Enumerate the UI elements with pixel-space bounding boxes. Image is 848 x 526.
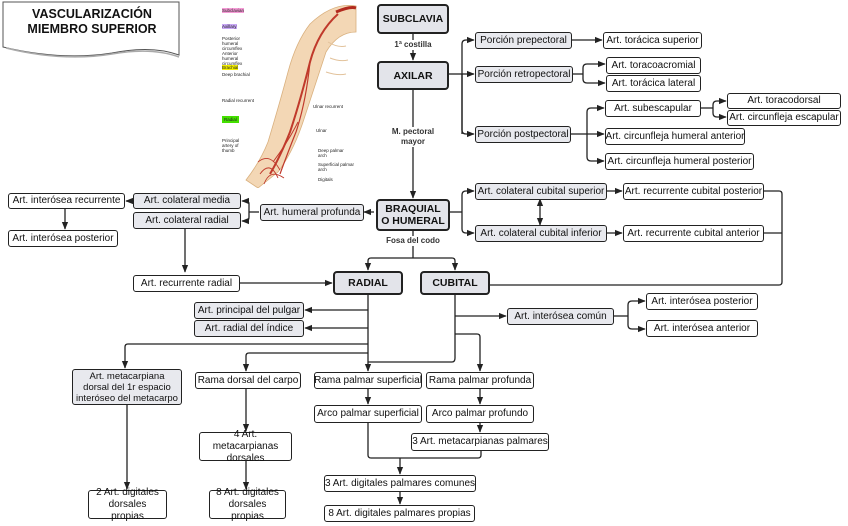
title-line-1: VASCULARIZACIÓN	[32, 7, 152, 21]
edge-cubital-trunk	[368, 295, 456, 363]
node-retropectoral[interactable]: Porción retropectoral	[475, 66, 573, 83]
node-metacarpianas-dorsales-4[interactable]: 4 Art. metacarpianas dorsales	[199, 429, 292, 464]
edge-sub-circ-esc	[712, 108, 727, 121]
node-digitales-palmares-comunes[interactable]: 3 Art. digitales palmares comunes	[324, 475, 476, 492]
edge-label-pectoral-line2: mayor	[400, 137, 425, 146]
edge-label-fosa-codo: Fosa del codo	[378, 236, 448, 246]
edge-label-pectoral-line1: M. pectoral	[391, 127, 435, 136]
figure-label-brachial: Brachial	[222, 65, 239, 70]
edge-braq-col-sup	[461, 187, 475, 212]
node-rama-palmar-profunda[interactable]: Rama palmar profunda	[426, 372, 534, 389]
node-metacarpiana-dorsal-1r[interactable]: Art. metacarpiana dorsal del 1r espacio …	[72, 369, 182, 405]
edge-ic-post	[627, 297, 646, 316]
edge-cubital-palm-prof	[455, 333, 484, 372]
edge-hp-col-media	[241, 197, 250, 212]
node-recurrente-cubital-anterior[interactable]: Art. recurrente cubital anterior	[623, 225, 764, 242]
node-circunfleja-humeral-anterior[interactable]: Art. circunfleja humeral anterior	[605, 128, 745, 145]
edge-to-postpectoral	[461, 74, 475, 138]
node-humeral-profunda[interactable]: Art. humeral profunda	[260, 204, 364, 221]
node-circunfleja-humeral-posterior[interactable]: Art. circunfleja humeral posterior	[605, 153, 754, 170]
node-interosea-posterior-left[interactable]: Art. interósea posterior	[8, 230, 118, 247]
page-title: VASCULARIZACIÓN MIEMBRO SUPERIOR	[8, 7, 176, 37]
node-metacarpianas-palmares[interactable]: 3 Art. metacarpianas palmares	[411, 433, 549, 451]
node-recurrente-radial[interactable]: Art. recurrente radial	[133, 275, 240, 292]
figure-label-superficial-palmar-arch: Superficial palmar arch	[318, 162, 355, 172]
edge-post-circ-post	[586, 134, 605, 165]
edge-ic-ant	[627, 316, 646, 333]
edge-to-cubital	[413, 257, 459, 271]
figure-label-deep-brachial: Deep brachial	[222, 72, 250, 77]
figure-label-ulnar: Ulnar	[316, 128, 327, 133]
node-digitales-dorsales-2[interactable]: 2 Art. digitales dorsales propias	[88, 487, 167, 522]
figure-label-deep-palmar-arch: Deep palmar arch	[318, 148, 344, 158]
edge-braq-col-inf	[461, 212, 475, 237]
node-colateral-media[interactable]: Art. colateral media	[133, 193, 241, 209]
node-recurrente-cubital-posterior[interactable]: Art. recurrente cubital posterior	[623, 183, 764, 200]
node-toracica-lateral[interactable]: Art. torácica lateral	[606, 75, 701, 92]
node-colateral-cubital-inferior[interactable]: Art. colateral cubital inferior	[475, 225, 607, 242]
figure-label-radial: Radial	[222, 116, 239, 123]
edge-sub-toracodorsal	[712, 97, 727, 108]
node-interosea-anterior[interactable]: Art. interósea anterior	[646, 320, 758, 337]
node-interosea-posterior-right[interactable]: Art. interósea posterior	[646, 293, 758, 310]
arm-drawing	[245, 5, 357, 189]
figure-label-subclavian: Subclavian	[222, 8, 245, 13]
edge-retro-toracica-lat	[582, 74, 606, 87]
node-colateral-cubital-superior[interactable]: Art. colateral cubital superior	[475, 183, 607, 200]
edge-radial-metacarp	[121, 343, 368, 369]
edge-arco-sup-join	[367, 423, 482, 459]
node-arco-palmar-superficial[interactable]: Arco palmar superficial	[314, 405, 422, 423]
edge-to-radial	[364, 257, 413, 271]
edge-retro-toracoacromial	[582, 60, 606, 74]
node-rama-dorsal-carpo[interactable]: Rama dorsal del carpo	[195, 372, 301, 389]
node-axilar[interactable]: AXILAR	[377, 61, 449, 90]
edge-post-subescapular	[586, 104, 605, 134]
title-line-2: MIEMBRO SUPERIOR	[27, 22, 157, 36]
figure-label-ulnar-recurrent: Ulnar recurrent	[313, 104, 344, 109]
node-rama-palmar-superficial[interactable]: Rama palmar superficial	[314, 372, 422, 389]
arm-artery-illustration: Subclavian Axillary Posterior humeral ci…	[218, 2, 358, 189]
edge-hp-col-radial	[241, 212, 250, 225]
node-prepectoral[interactable]: Porción prepectoral	[475, 32, 572, 49]
node-digitales-dorsales-8[interactable]: 8 Art. digitales dorsales propias	[209, 487, 286, 522]
edge-label-pectoral: M. pectoral mayor	[383, 127, 443, 147]
figure-label-ant-humeral-circ: Anterior humeral circumflex	[222, 51, 243, 66]
node-arco-palmar-profundo[interactable]: Arco palmar profundo	[426, 405, 534, 423]
title-banner-shape	[2, 1, 180, 58]
figure-label-axillary: Axillary	[222, 24, 237, 29]
node-subclavia[interactable]: SUBCLAVIA	[377, 4, 449, 34]
node-toracodorsal[interactable]: Art. toracodorsal	[727, 93, 841, 109]
node-radial-indice[interactable]: Art. radial del índice	[194, 320, 304, 337]
node-toracica-superior[interactable]: Art. torácica superior	[603, 32, 702, 49]
node-digitales-palmares-propias[interactable]: 8 Art. digitales palmares propias	[324, 505, 475, 522]
node-interosea-comun[interactable]: Art. interósea común	[507, 308, 614, 325]
node-toracoacromial[interactable]: Art. toracoacromial	[606, 57, 701, 74]
node-braquial[interactable]: BRAQUIAL O HUMERAL	[376, 199, 450, 231]
node-circunfleja-escapular[interactable]: Art. circunfleja escapular	[727, 110, 841, 126]
figure-label-post-humeral-circ: Posterior humeral circumflex	[222, 36, 243, 51]
edge-to-prepectoral	[461, 36, 475, 134]
edge-radial-dorsal	[242, 352, 368, 372]
node-interosea-recurrente[interactable]: Art. interósea recurrente	[8, 193, 125, 209]
figure-label-digitals: Digitals	[318, 177, 333, 182]
edge-rec-post-merge	[478, 190, 783, 289]
edge-label-costilla: 1ª costilla	[390, 40, 436, 50]
node-radial[interactable]: RADIAL	[333, 271, 403, 295]
figure-label-principal-thumb: Principal artery of thumb	[222, 138, 240, 153]
node-principal-pulgar[interactable]: Art. principal del pulgar	[194, 302, 304, 319]
figure-label-radial-recurrent: Radial recurrent	[222, 98, 255, 103]
node-subescapular[interactable]: Art. subescapular	[605, 100, 701, 117]
node-colateral-radial[interactable]: Art. colateral radial	[133, 212, 241, 229]
node-cubital[interactable]: CUBITAL	[420, 271, 490, 295]
node-postpectoral[interactable]: Porción postpectoral	[475, 126, 571, 143]
